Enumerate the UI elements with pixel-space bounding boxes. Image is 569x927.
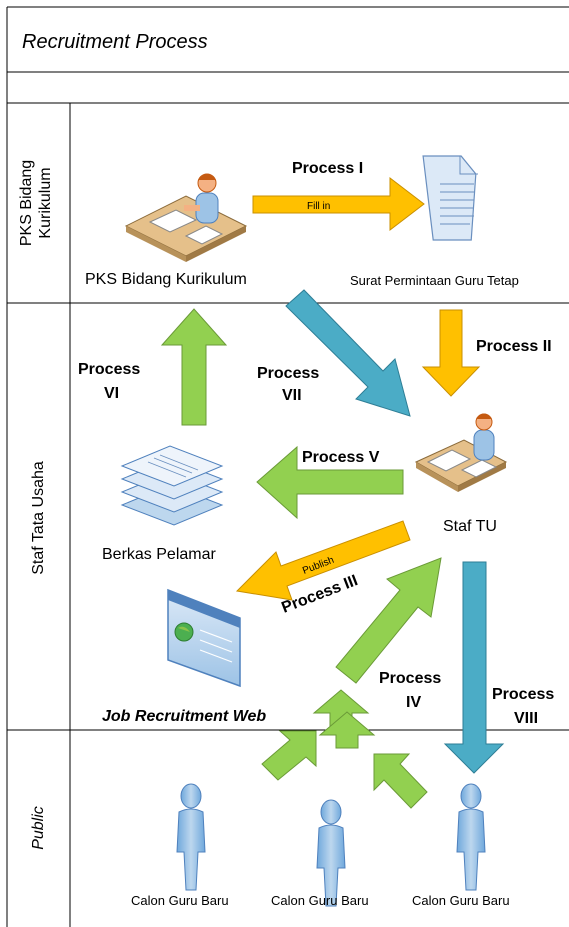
process-1-note: Fill in — [307, 201, 330, 212]
arrow-process-4 — [335, 557, 442, 684]
pks-desk-person-icon — [124, 173, 248, 262]
arrow-public-middle — [318, 711, 376, 749]
arrow-public-right — [373, 753, 428, 809]
process-8-label-line1: Process — [492, 686, 554, 703]
process-2-label: Process II — [476, 338, 552, 355]
diagram-title: Recruitment Process — [22, 31, 208, 53]
process-4-label-line1: Process — [379, 670, 441, 687]
process-1-label: Process I — [292, 160, 363, 177]
file-stack-icon — [120, 445, 224, 526]
browser-window-icon — [167, 588, 241, 688]
calon-label-3: Calon Guru Baru — [412, 893, 510, 908]
process-5-label: Process V — [302, 449, 380, 466]
arrow-process-2 — [421, 309, 481, 397]
arrow-process-1 — [252, 176, 425, 232]
lane-label-public: Public — [30, 806, 47, 850]
person-icon — [316, 799, 346, 907]
arrow-process-8 — [443, 561, 505, 774]
arrow-process-5 — [256, 445, 404, 520]
document-icon — [422, 155, 478, 241]
surat-label: Surat Permintaan Guru Tetap — [350, 273, 519, 288]
berkas-label: Berkas Pelamar — [102, 546, 216, 563]
arrow-public-left — [261, 730, 317, 781]
process-6-label-line2: VI — [104, 385, 119, 402]
calon-label-1: Calon Guru Baru — [131, 893, 229, 908]
process-7-label-line2: VII — [282, 387, 302, 404]
lane-label-pks-line1: PKS Bidang — [18, 160, 35, 246]
arrow-process-7 — [285, 289, 411, 417]
lane-label-pks-line2: Kurikulum — [37, 167, 54, 238]
calon-label-2: Calon Guru Baru — [271, 893, 369, 908]
diagram-frame — [6, 6, 569, 927]
process-8-label-line2: VIII — [514, 710, 538, 727]
lane-label-staf: Staf Tata Usaha — [30, 461, 47, 575]
person-icon — [176, 783, 206, 891]
pks-person-label: PKS Bidang Kurikulum — [85, 271, 247, 288]
staf-desk-person-icon — [414, 413, 508, 492]
process-4-label-line2: IV — [406, 694, 421, 711]
arrow-process-6 — [160, 308, 228, 426]
arrow-process-3 — [235, 520, 411, 601]
web-label: Job Recruitment Web — [102, 708, 266, 725]
process-7-label-line1: Process — [257, 365, 319, 382]
staf-tu-label: Staf TU — [443, 518, 497, 535]
person-icon — [456, 783, 486, 891]
process-6-label-line1: Process — [78, 361, 140, 378]
